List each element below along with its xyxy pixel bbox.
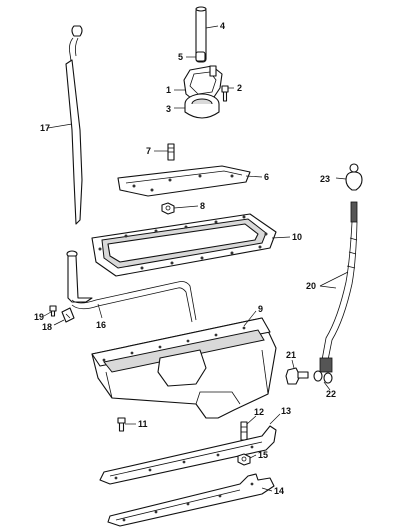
- nut-8: [161, 202, 199, 215]
- cap-23: [335, 163, 363, 191]
- callout-12: 12: [254, 407, 264, 417]
- dipstick-17: [47, 25, 83, 225]
- callout-17: 17: [40, 123, 50, 133]
- hose-20: [319, 201, 358, 361]
- callout-20: 20: [306, 281, 316, 291]
- callout-4: 4: [220, 21, 225, 31]
- drain-plug-21: [285, 359, 309, 385]
- pan-gasket-10: [91, 213, 291, 277]
- callout-19: 19: [34, 312, 44, 322]
- windage-tray-6: [117, 165, 263, 197]
- callout-15: 15: [258, 450, 268, 460]
- clip-18: [53, 307, 75, 326]
- callout-14: 14: [274, 486, 284, 496]
- callout-9: 9: [258, 304, 263, 314]
- callout-21: 21: [286, 350, 296, 360]
- callout-8: 8: [200, 201, 205, 211]
- callout-18: 18: [42, 322, 52, 332]
- callout-23: 23: [320, 174, 330, 184]
- screw-19: [43, 305, 57, 317]
- callout-2: 2: [237, 83, 242, 93]
- callout-3: 3: [166, 104, 171, 114]
- callout-10: 10: [292, 232, 302, 242]
- callout-22: 22: [326, 389, 336, 399]
- callout-labels: 4 5 1 2 3 17 7 6 23 8 10 20 9 19 16 18 2…: [34, 21, 336, 496]
- stud-7: [154, 143, 175, 161]
- nut-15: [237, 453, 257, 466]
- bolt-11: [117, 417, 136, 432]
- callout-6: 6: [264, 172, 269, 182]
- callout-11: 11: [138, 419, 148, 429]
- pump-bolt-2: [221, 85, 234, 102]
- pickup-tube-4: [195, 6, 219, 63]
- gasket-13: [99, 413, 281, 485]
- callout-13: 13: [281, 406, 291, 416]
- pump-screen-3: [174, 93, 220, 119]
- callout-16: 16: [96, 320, 106, 330]
- callout-5: 5: [178, 52, 183, 62]
- dipstick-tube-16: [66, 250, 197, 323]
- callout-1: 1: [166, 85, 171, 95]
- oil-pan-9: [91, 310, 277, 419]
- sleeve-5: [186, 51, 206, 62]
- fitting-22: [313, 357, 333, 391]
- callout-7: 7: [146, 146, 151, 156]
- stud-12: [240, 415, 257, 441]
- gasket-14: [107, 473, 275, 527]
